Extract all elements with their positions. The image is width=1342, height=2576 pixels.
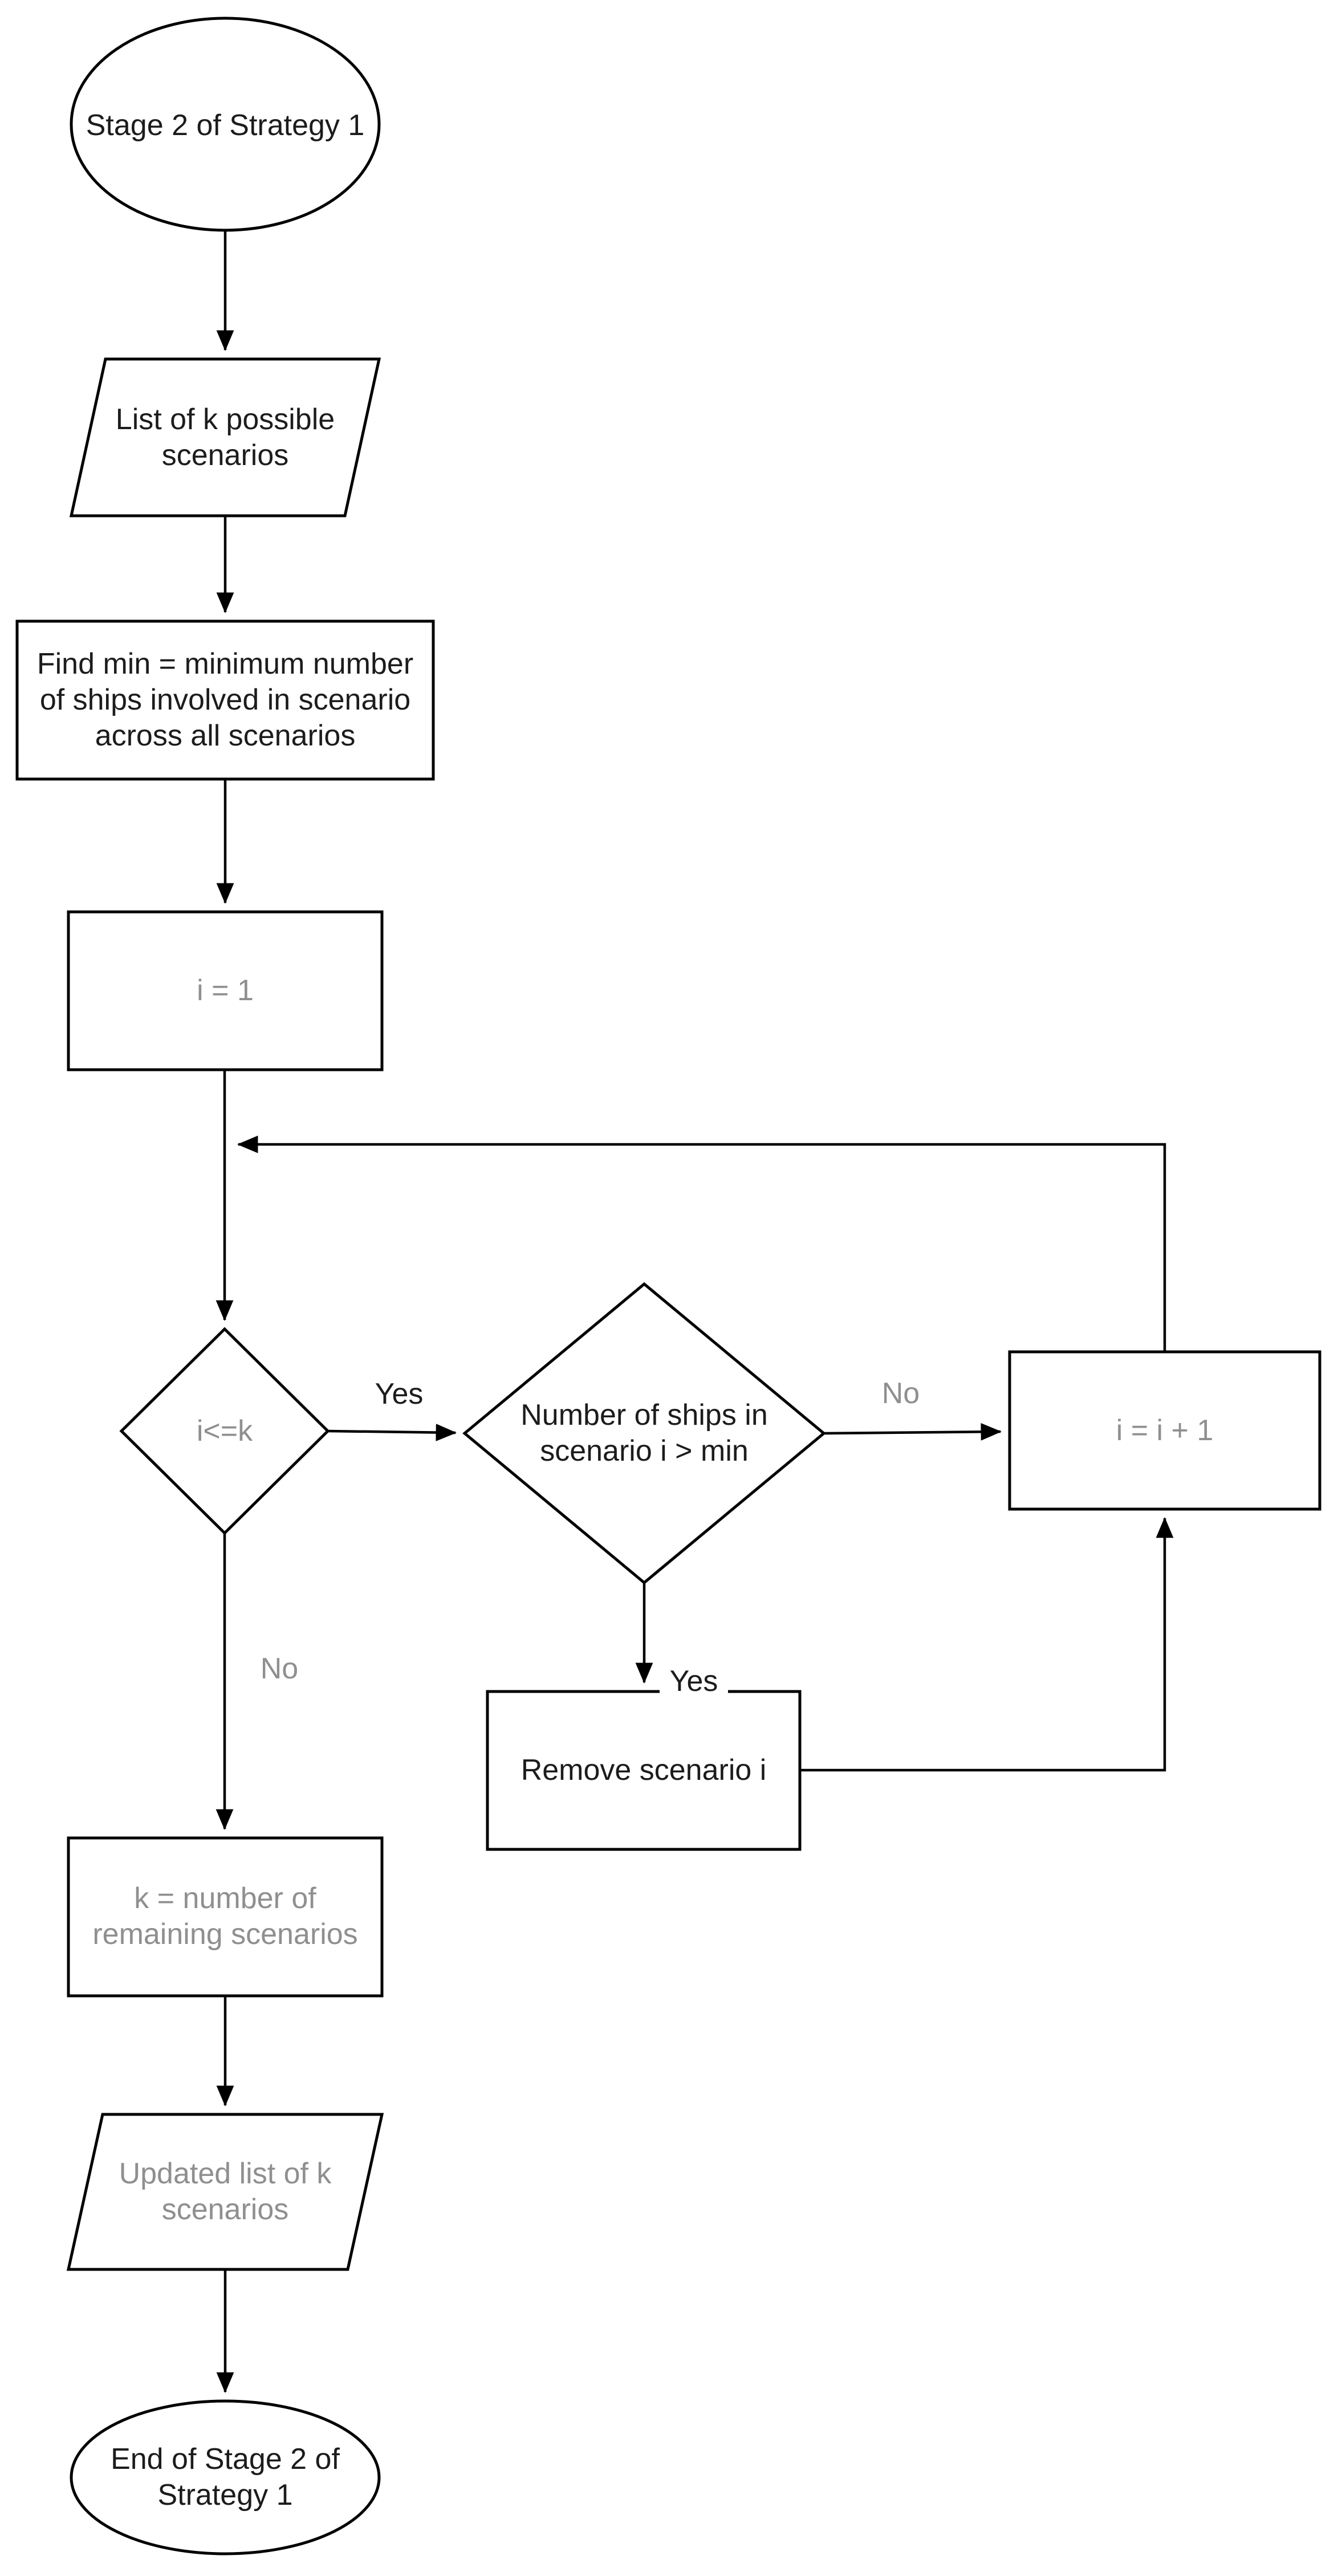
- label-line: remaining scenarios: [92, 1918, 358, 1951]
- label-line: scenario i > min: [540, 1434, 749, 1468]
- label-line: k = number of: [134, 1882, 316, 1915]
- process-find-min-shape: [15, 619, 435, 781]
- process-remove-label: Remove scenario i: [487, 1752, 800, 1788]
- process-remove-shape: [486, 1690, 802, 1851]
- decision-ships-min-label: Number of ships in scenario i > min: [502, 1397, 787, 1469]
- io-output-list-label: Updated list of k scenarios: [68, 2156, 382, 2228]
- terminator-end-shape: [70, 2399, 381, 2555]
- edge-label-no-ships-check: No: [867, 1376, 935, 1412]
- edge-ships-no-right: [823, 1422, 1002, 1441]
- label-line: End of Stage 2 of: [111, 2443, 340, 2476]
- process-init-i-label: i = 1: [68, 973, 382, 1009]
- decision-i-le-k-label: i<=k: [122, 1413, 327, 1449]
- label-line: Updated list of k: [119, 2157, 332, 2190]
- label-line: i = i + 1: [1116, 1414, 1214, 1447]
- label-line: Stage 2 of Strategy 1: [86, 108, 365, 142]
- process-find-min-label: Find min = minimum number of ships invol…: [26, 646, 425, 754]
- process-increment-label: i = i + 1: [1010, 1413, 1320, 1449]
- label-line: Number of ships in: [520, 1399, 768, 1432]
- process-update-k-label: k = number of remaining scenarios: [68, 1881, 382, 1953]
- edge-label-no-loop-check: No: [245, 1651, 314, 1687]
- io-output-list-shape: [66, 2113, 384, 2271]
- edge-label-yes-ships-check: Yes: [660, 1664, 728, 1699]
- label-line: of ships involved in scenario: [39, 683, 411, 716]
- label-line: Find min = minimum number: [36, 647, 414, 680]
- process-increment-shape: [1008, 1350, 1321, 1511]
- label-line: Strategy 1: [157, 2479, 293, 2512]
- label-line: scenarios: [161, 2193, 289, 2226]
- terminator-end-label: End of Stage 2 of Strategy 1: [71, 2442, 379, 2513]
- label-line: across all scenarios: [95, 719, 356, 752]
- label-line: Remove scenario i: [520, 1754, 767, 1787]
- terminator-start-label: Stage 2 of Strategy 1: [86, 68, 365, 182]
- label-line: List of k possible: [115, 403, 335, 436]
- io-input-list-shape: [69, 357, 381, 517]
- io-input-list-label: List of k possible scenarios: [94, 402, 356, 474]
- edge-remove-to-increment: [800, 1517, 1174, 1772]
- label-line: scenarios: [161, 439, 289, 472]
- edge-decision-yes: [327, 1424, 457, 1441]
- process-init-i-shape: [67, 910, 384, 1071]
- process-update-k-shape: [67, 1836, 384, 1998]
- label-line: i = 1: [197, 974, 254, 1007]
- edge-loop-back: [237, 1135, 1166, 1352]
- edge-label-yes-loop-check: Yes: [365, 1376, 433, 1412]
- label-line: i<=k: [196, 1415, 253, 1448]
